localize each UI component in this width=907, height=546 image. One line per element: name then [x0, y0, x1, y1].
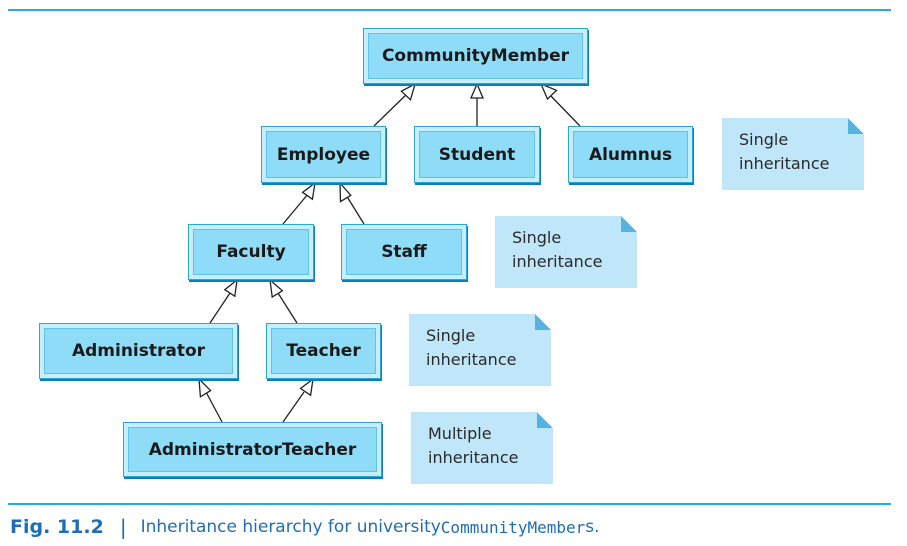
- note-line: inheritance: [512, 252, 603, 271]
- arrow-alumnus-communitymember: [547, 92, 581, 127]
- node-communitymember: CommunityMember: [363, 28, 588, 84]
- figure-label: Fig. 11.2: [10, 516, 104, 538]
- arrowhead: [269, 278, 284, 299]
- caption-text: Inheritance hierarchy for university: [140, 517, 441, 537]
- arrowhead: [198, 377, 212, 398]
- node-staff: Staff: [341, 224, 467, 280]
- caption-separator: |: [119, 515, 127, 539]
- arrowhead: [400, 82, 417, 102]
- caption-code: CommunityMember: [440, 517, 586, 537]
- arrow-employee-communitymember: [373, 90, 411, 127]
- caption-rule: [8, 503, 891, 505]
- node-teacher: Teacher: [266, 323, 381, 379]
- arrow-staff-employee: [345, 194, 365, 225]
- arrowhead: [301, 181, 316, 201]
- arrow-administrator-faculty: [209, 292, 231, 324]
- arrowhead: [299, 377, 314, 397]
- arrowhead: [339, 181, 352, 203]
- note-single-inheritance-3: Single inheritance: [409, 314, 551, 386]
- note-line: Single: [426, 326, 476, 345]
- arrow-faculty-employee: [282, 193, 309, 225]
- arrowhead: [539, 82, 558, 101]
- arrow-admteacher-teacher: [282, 391, 305, 423]
- figure-caption: Fig. 11.2 | Inheritance hierarchy for un…: [10, 512, 600, 542]
- arrow-teacher-faculty: [277, 292, 298, 324]
- note-line: inheritance: [428, 448, 519, 467]
- node-administratorteacher: AdministratorTeacher: [123, 422, 382, 477]
- caption-suffix: s.: [585, 517, 600, 537]
- node-administrator: Administrator: [39, 323, 238, 379]
- node-student: Student: [414, 126, 540, 183]
- node-employee: Employee: [261, 126, 386, 183]
- note-line: inheritance: [426, 350, 517, 369]
- top-rule: [8, 9, 891, 11]
- note-line: Multiple: [428, 424, 492, 443]
- arrow-admteacher-administrator: [205, 391, 223, 423]
- note-single-inheritance-2: Single inheritance: [495, 216, 637, 288]
- note-line: inheritance: [739, 154, 830, 173]
- note-line: Single: [739, 130, 789, 149]
- note-single-inheritance-1: Single inheritance: [722, 118, 864, 190]
- node-alumnus: Alumnus: [568, 126, 693, 183]
- arrowhead: [470, 82, 484, 99]
- node-faculty: Faculty: [188, 224, 314, 280]
- note-line: Single: [512, 228, 562, 247]
- note-multiple-inheritance: Multiple inheritance: [411, 412, 553, 484]
- arrowhead: [223, 278, 238, 298]
